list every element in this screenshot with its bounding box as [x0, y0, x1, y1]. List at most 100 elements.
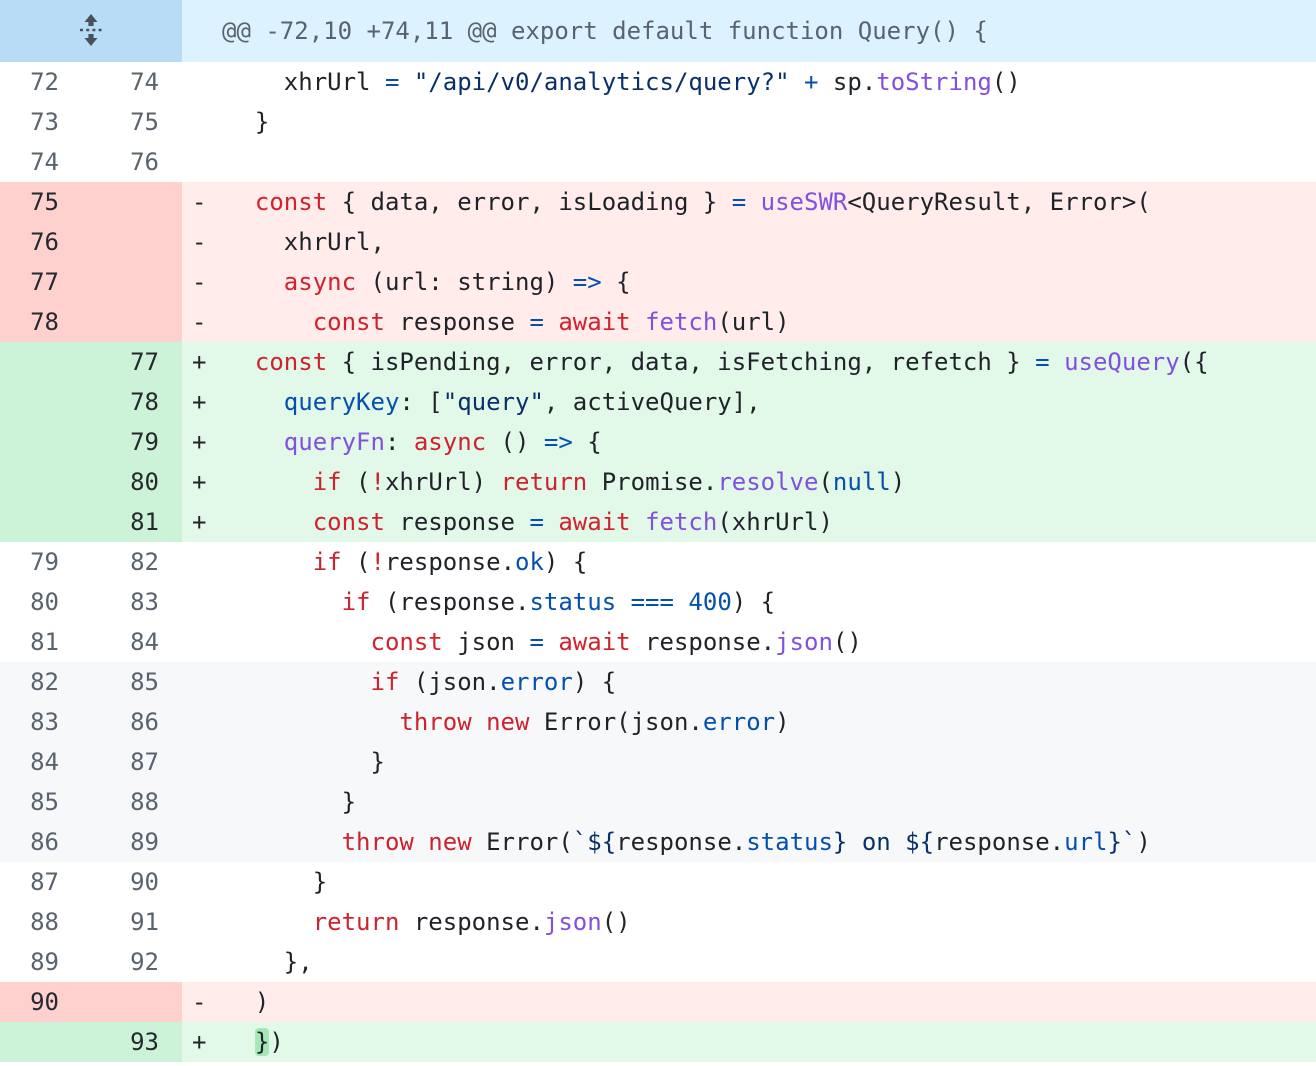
- code-text: if (!xhrUrl) return Promise.resolve(null…: [226, 468, 905, 496]
- new-line-number[interactable]: 92: [130, 948, 159, 976]
- code-segment: (): [601, 908, 631, 936]
- old-line-number[interactable]: 86: [0, 822, 91, 862]
- new-line-number[interactable]: 90: [130, 868, 159, 896]
- old-line-number[interactable]: 90: [0, 982, 91, 1022]
- old-line-number[interactable]: [0, 342, 91, 382]
- new-line-number[interactable]: 75: [130, 108, 159, 136]
- code-text: if (!response.ok) {: [226, 548, 588, 576]
- new-line-number[interactable]: 87: [91, 742, 182, 782]
- diff-row: 82 85 if (json.error) {: [0, 662, 1316, 702]
- diff-marker: -: [192, 268, 207, 296]
- code-segment: const: [254, 348, 328, 376]
- old-line-number[interactable]: 74: [30, 148, 59, 176]
- code-line: },: [182, 942, 1316, 982]
- new-line-number[interactable]: 93: [91, 1022, 182, 1062]
- new-line-number[interactable]: 84: [130, 628, 159, 656]
- diff-row: 72 74 xhrUrl = "/api/v0/analytics/query?…: [0, 62, 1316, 102]
- new-line-number[interactable]: [91, 262, 182, 302]
- new-line-number[interactable]: 81: [91, 502, 182, 542]
- code-text: xhrUrl = "/api/v0/analytics/query?" + sp…: [226, 68, 1021, 96]
- old-line-number[interactable]: 87: [30, 868, 59, 896]
- code-segment: [226, 348, 255, 376]
- code-segment: }: [226, 788, 357, 816]
- code-segment: ok: [515, 548, 544, 576]
- new-line-number[interactable]: 91: [130, 908, 159, 936]
- code-segment: json: [442, 628, 530, 656]
- new-line-number[interactable]: [91, 302, 182, 342]
- code-text: if (response.status === 400) {: [226, 588, 776, 616]
- old-line-number[interactable]: 85: [0, 782, 91, 822]
- diff-row: 80 83 if (response.status === 400) {: [0, 582, 1316, 622]
- new-line-number[interactable]: 78: [91, 382, 182, 422]
- new-line-number[interactable]: [91, 222, 182, 262]
- code-segment: =: [529, 508, 544, 536]
- code-line: + }): [182, 1022, 1316, 1062]
- new-line-number[interactable]: 77: [91, 342, 182, 382]
- code-segment: ===: [630, 588, 674, 616]
- code-segment: sp.: [818, 68, 877, 96]
- new-line-number[interactable]: 74: [130, 68, 159, 96]
- old-line-number[interactable]: 88: [30, 908, 59, 936]
- old-line-number[interactable]: 84: [0, 742, 91, 782]
- code-segment: ) {: [572, 668, 617, 696]
- old-line-number[interactable]: 82: [0, 662, 91, 702]
- old-line-number[interactable]: 89: [30, 948, 59, 976]
- code-text: }: [226, 868, 327, 896]
- code-line: + if (!xhrUrl) return Promise.resolve(nu…: [182, 462, 1316, 502]
- diff-row: 75 - const { data, error, isLoading } = …: [0, 182, 1316, 222]
- new-line-number[interactable]: 85: [91, 662, 182, 702]
- new-line-number[interactable]: 88: [91, 782, 182, 822]
- diff-rows: 72 74 xhrUrl = "/api/v0/analytics/query?…: [0, 62, 1316, 1062]
- code-segment: if: [341, 588, 371, 616]
- old-line-number[interactable]: [0, 382, 91, 422]
- new-line-number[interactable]: 76: [130, 148, 159, 176]
- old-line-number[interactable]: 77: [0, 262, 91, 302]
- old-line-number[interactable]: 76: [0, 222, 91, 262]
- code-segment: [226, 188, 255, 216]
- new-line-number[interactable]: 79: [91, 422, 182, 462]
- new-line-number[interactable]: 80: [91, 462, 182, 502]
- code-segment: new: [428, 828, 472, 856]
- old-line-number[interactable]: 81: [30, 628, 59, 656]
- code-segment: [226, 428, 284, 456]
- code-segment: xhrUrl): [384, 468, 501, 496]
- code-segment: }`: [1107, 828, 1137, 856]
- code-segment: response.: [384, 548, 516, 576]
- old-line-number[interactable]: 75: [0, 182, 91, 222]
- code-text: const json = await response.json(): [226, 628, 862, 656]
- new-line-number[interactable]: [91, 182, 182, 222]
- old-line-number[interactable]: 79: [30, 548, 59, 576]
- new-line-number[interactable]: 82: [130, 548, 159, 576]
- old-line-number[interactable]: [0, 1022, 91, 1062]
- code-text: const { isPending, error, data, isFetchi…: [226, 348, 1209, 376]
- new-line-number[interactable]: 83: [130, 588, 159, 616]
- new-line-number[interactable]: 89: [91, 822, 182, 862]
- code-segment: "/api/v0/analytics/query?": [413, 68, 790, 96]
- old-line-number[interactable]: [0, 422, 91, 462]
- code-text: throw new Error(`${response.status} on $…: [226, 828, 1151, 856]
- code-line: throw new Error(json.error): [182, 702, 1316, 742]
- code-line: - const { data, error, isLoading } = use…: [182, 182, 1316, 222]
- old-line-number[interactable]: [0, 462, 91, 502]
- old-line-number[interactable]: [0, 502, 91, 542]
- code-line: - const response = await fetch(url): [182, 302, 1316, 342]
- old-line-number[interactable]: 72: [30, 68, 59, 96]
- code-segment: [746, 188, 760, 216]
- code-line: [182, 142, 1316, 182]
- code-segment: ): [890, 468, 906, 496]
- new-line-number[interactable]: 86: [91, 702, 182, 742]
- old-line-number[interactable]: 83: [0, 702, 91, 742]
- code-segment: ): [269, 1028, 284, 1056]
- expand-hunk-button[interactable]: [0, 0, 182, 62]
- code-segment: xhrUrl,: [226, 228, 385, 256]
- old-line-number[interactable]: 73: [30, 108, 59, 136]
- code-segment: await: [558, 308, 631, 336]
- code-text: throw new Error(json.error): [226, 708, 789, 736]
- code-line: if (json.error) {: [182, 662, 1316, 702]
- old-line-number[interactable]: 80: [30, 588, 59, 616]
- code-segment: [226, 548, 313, 576]
- new-line-number[interactable]: [91, 982, 182, 1022]
- code-segment: =: [731, 188, 747, 216]
- diff-row: 77 - async (url: string) => {: [0, 262, 1316, 302]
- old-line-number[interactable]: 78: [0, 302, 91, 342]
